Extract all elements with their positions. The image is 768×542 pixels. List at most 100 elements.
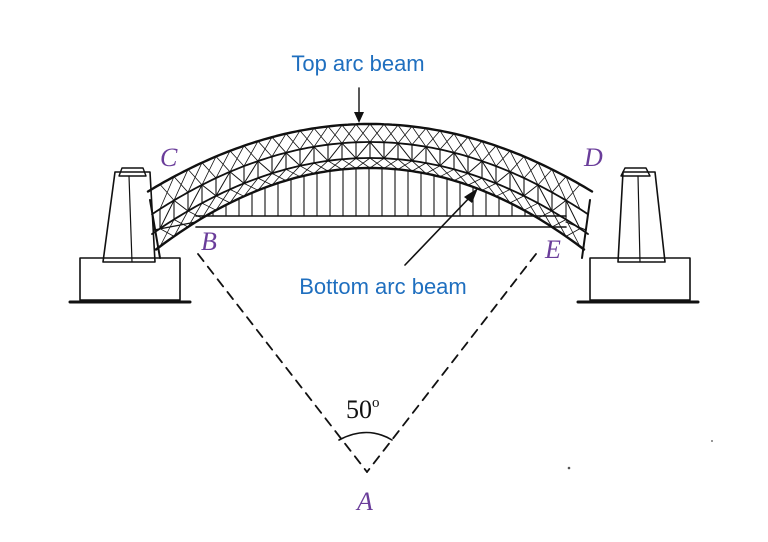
top-band-brace	[369, 123, 385, 143]
top-band-brace	[299, 127, 315, 150]
truss-diagonal	[187, 184, 203, 212]
bottom-band-brace	[369, 157, 385, 169]
truss-diagonal	[271, 152, 287, 174]
top-band-brace	[327, 124, 343, 146]
truss-diagonal	[467, 160, 483, 174]
truss-diagonal	[383, 142, 399, 159]
bottom-band-brace	[551, 219, 567, 228]
arch-truss	[146, 122, 594, 259]
point-label-a: A	[355, 487, 373, 516]
top-band-brace	[509, 156, 525, 173]
bottom-band-brace	[481, 182, 497, 191]
point-label-b: B	[201, 227, 217, 256]
truss-diagonal	[243, 160, 259, 184]
bottom-band-brace	[285, 165, 301, 182]
bottom-band-brace	[313, 160, 329, 175]
bottom-band-brace	[453, 172, 469, 182]
truss-diagonal	[257, 160, 273, 174]
top-band-brace	[439, 133, 455, 150]
bottom-band-brace	[565, 228, 581, 237]
bottom-band-brace	[509, 195, 525, 204]
point-label-d: D	[583, 143, 603, 172]
truss-diagonal	[285, 152, 301, 167]
top-band-brace	[257, 136, 273, 162]
truss-diagonal	[481, 160, 497, 184]
bottom-band-brace	[355, 157, 371, 169]
arch-end-right-brace	[565, 221, 587, 231]
top-band-brace	[313, 126, 329, 148]
top-band-brace	[243, 140, 259, 167]
bottom-beam-label: Bottom arc beam	[299, 274, 467, 299]
truss-diagonal	[201, 184, 217, 197]
point-label-e: E	[544, 235, 561, 264]
bottom-band-brace	[467, 177, 483, 186]
bottom-arc-inner	[154, 166, 586, 251]
top-band-brace	[159, 176, 175, 210]
truss-diagonal	[453, 152, 469, 174]
top-band-brace	[523, 162, 539, 179]
top-band-brace	[411, 127, 427, 146]
top-band-brace	[271, 133, 287, 158]
bottom-band-brace	[537, 210, 553, 219]
bottom-band-brace	[537, 202, 553, 228]
bottom-band-brace	[271, 168, 287, 186]
truss-diagonal	[425, 146, 441, 167]
top-band-brace	[453, 136, 469, 154]
truss-diagonal	[537, 184, 553, 212]
right-pylon	[576, 167, 700, 304]
top-band-brace	[341, 123, 357, 144]
top-band-brace	[187, 162, 203, 193]
truss-diagonal	[229, 171, 245, 184]
truss-diagonal	[299, 146, 315, 167]
stray-dot	[567, 466, 571, 470]
truss-diagonal	[523, 184, 539, 197]
top-band-brace	[537, 168, 553, 186]
top-band-brace	[229, 145, 245, 173]
top-band-brace	[201, 156, 217, 186]
left-pylon	[68, 167, 192, 304]
bottom-band-brace	[565, 219, 581, 247]
truss-diagonal	[159, 199, 175, 230]
top-band-brace	[383, 124, 399, 143]
top-band-brace	[565, 183, 581, 201]
stray-dot	[711, 440, 713, 442]
truss-diagonal	[411, 146, 427, 162]
radius-lines	[197, 253, 537, 473]
truss-diagonal	[551, 199, 567, 212]
top-band-brace	[551, 176, 567, 193]
top-beam-label: Top arc beam	[291, 51, 424, 76]
bottom-band-brace	[159, 219, 175, 247]
truss-diagonal	[215, 171, 231, 197]
top-beam-arrow	[354, 87, 364, 123]
top-band-brace	[495, 150, 511, 167]
truss-diagonal	[565, 199, 581, 230]
bottom-band-brace	[411, 162, 427, 172]
bottom-band-brace	[397, 160, 413, 170]
truss-diagonal	[327, 142, 343, 162]
angle-arc	[338, 431, 393, 441]
bottom-band-brace	[243, 177, 259, 197]
truss-diagonal	[173, 199, 189, 212]
bottom-band-brace	[327, 158, 343, 172]
truss-diagonal	[439, 152, 455, 167]
truss-diagonal	[495, 171, 511, 184]
top-band-brace	[215, 150, 231, 179]
truss-diagonal	[397, 142, 413, 162]
bottom-band-brace	[341, 157, 357, 170]
bottom-band-brace	[299, 162, 315, 178]
bottom-band-brace	[229, 182, 245, 204]
bottom-band-brace	[257, 172, 273, 191]
arch-end-right	[581, 199, 591, 259]
bottom-band-brace	[173, 210, 189, 237]
bottom-band-brace	[439, 168, 455, 178]
truss-diagonal	[509, 171, 525, 197]
bottom-band-brace	[523, 202, 539, 211]
arch-end-left-brace	[153, 221, 197, 231]
top-band-brace	[425, 130, 441, 148]
bottom-beam-arrow	[404, 188, 478, 266]
top-band-brace	[355, 123, 371, 143]
bottom-band-brace	[201, 195, 217, 219]
truss-diagonal	[355, 141, 371, 159]
bottom-arc-outer	[151, 157, 589, 235]
